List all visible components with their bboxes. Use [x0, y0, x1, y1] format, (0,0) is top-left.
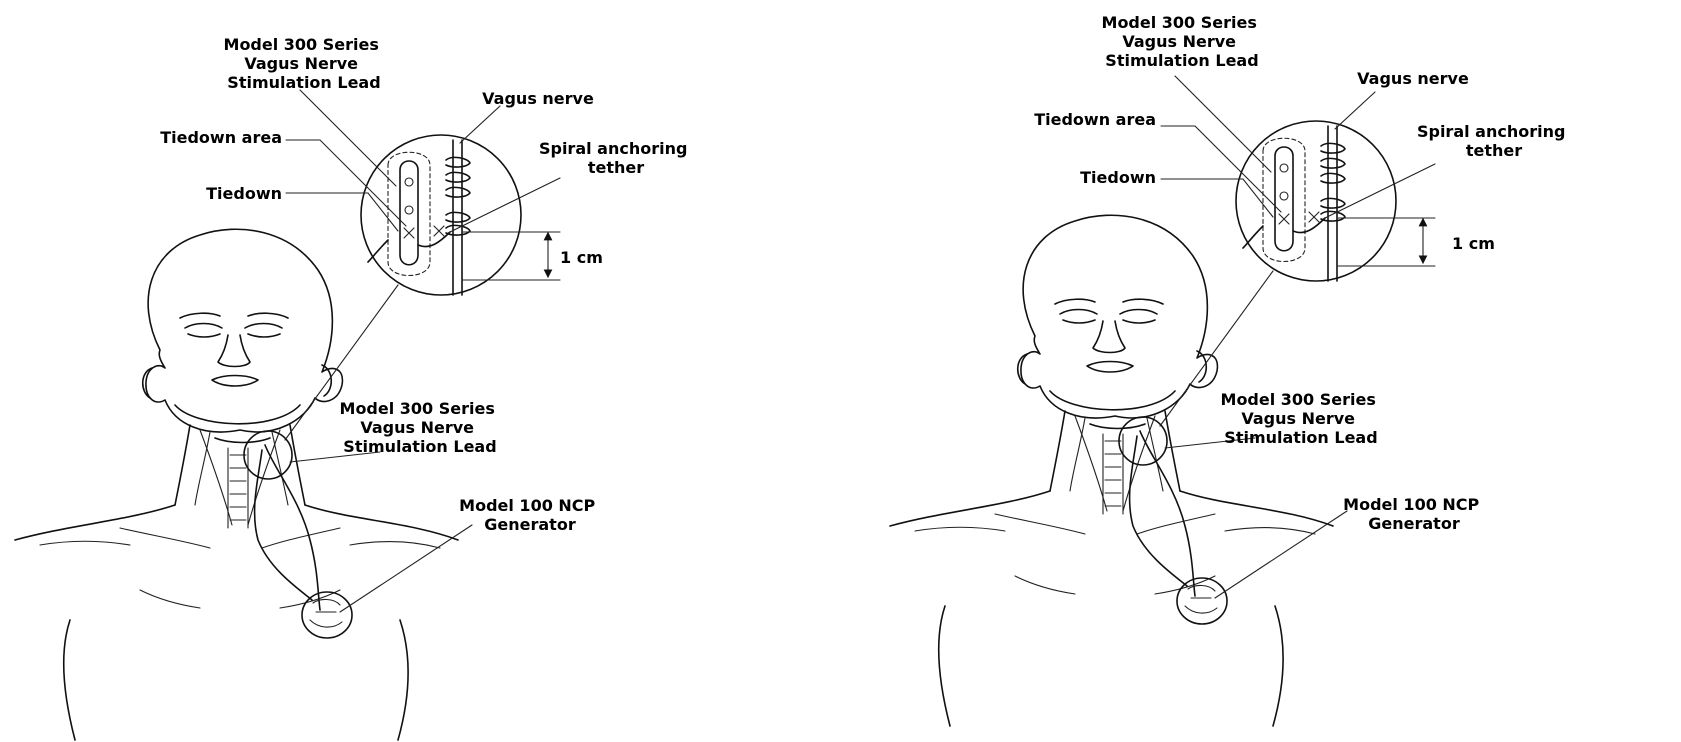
vagus-nerve-label: Vagus nerve [1357, 69, 1469, 88]
tiedown-area-label: Tiedown area [160, 128, 282, 147]
vagus-nerve-label: Vagus nerve [482, 89, 594, 108]
lead-label-bottom: Model 300 Series Vagus Nerve Stimulation… [340, 399, 501, 456]
generator-label: Model 100 NCP Generator [1343, 495, 1485, 533]
lead-label-top: Model 300 Series Vagus Nerve Stimulation… [1102, 13, 1263, 70]
tiedown-area-label: Tiedown area [1034, 110, 1156, 129]
lead-label-top: Model 300 Series Vagus Nerve Stimulation… [224, 35, 385, 92]
tiedown-label: Tiedown [1080, 168, 1156, 187]
distance-label: 1 cm [560, 248, 603, 267]
lead-label-bottom: Model 300 Series Vagus Nerve Stimulation… [1221, 390, 1382, 447]
panel-left: Model 300 Series Vagus Nerve Stimulation… [15, 35, 693, 740]
distance-label: 1 cm [1452, 234, 1495, 253]
panel-right: Model 300 Series Vagus Nerve Stimulation… [890, 13, 1571, 726]
generator-label: Model 100 NCP Generator [459, 496, 601, 534]
tiedown-label: Tiedown [206, 184, 282, 203]
spiral-tether-label: Spiral anchoring tether [1417, 122, 1571, 160]
spiral-tether-label: Spiral anchoring tether [539, 139, 693, 177]
